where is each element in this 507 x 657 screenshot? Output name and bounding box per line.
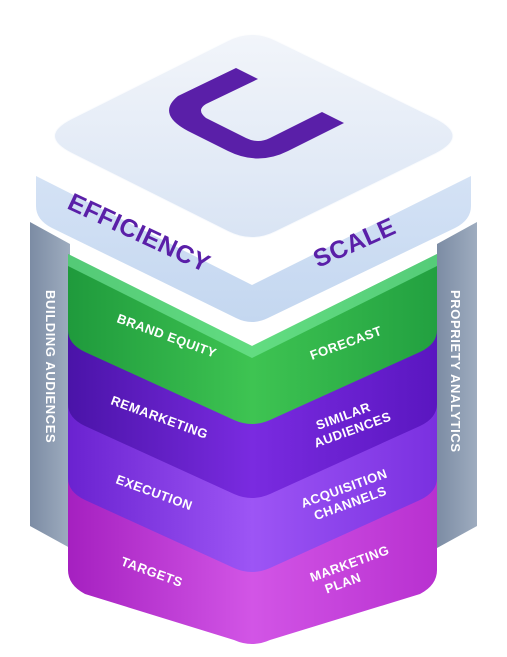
layer-targets: TARGETS MARKETING PLAN — [68, 476, 437, 644]
top-cap: EFFICIENCY SCALE — [36, 33, 471, 322]
left-pillar-label: BUILDING AUDIENCES — [43, 290, 58, 443]
right-pillar: PROPRIETY ANALYTICS — [437, 222, 477, 548]
u-logo-icon — [169, 68, 344, 159]
left-pillar: BUILDING AUDIENCES — [30, 222, 70, 548]
layer-brand-equity: BRAND EQUITY FORECAST — [68, 254, 437, 424]
layer-remarketing: REMARKETING SIMILAR AUDIENCES — [68, 328, 437, 498]
right-pillar-label: PROPRIETY ANALYTICS — [448, 290, 463, 453]
